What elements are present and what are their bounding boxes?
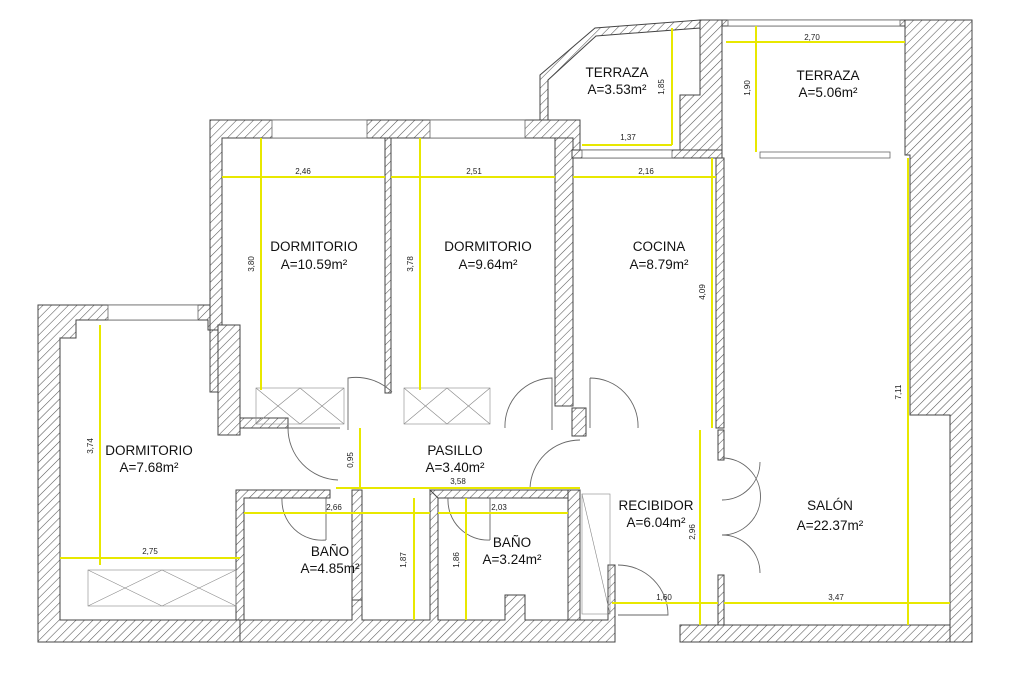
window-terraza2 bbox=[759, 151, 891, 159]
room-cocina: COCINA A=8.79m² bbox=[630, 239, 689, 272]
room-area: A=10.59m² bbox=[281, 257, 348, 272]
wall-dorm-divider bbox=[384, 137, 392, 394]
room-recibidor: RECIBIDOR A=6.04m² bbox=[618, 498, 693, 530]
door-dorm1 bbox=[347, 376, 393, 430]
door-entrance bbox=[617, 564, 669, 616]
window-dorm1 bbox=[271, 119, 368, 139]
room-area: A=3.40m² bbox=[426, 460, 485, 475]
dim-label: 1,85 bbox=[657, 79, 666, 95]
window-dorm3 bbox=[107, 304, 199, 321]
room-pasillo: PASILLO A=3.40m² bbox=[426, 443, 485, 475]
wall-north-bedrooms bbox=[209, 119, 581, 391]
dim-label: 3,80 bbox=[247, 256, 256, 272]
room-labels: TERRAZA A=3.53m² TERRAZA A=5.06m² DORMIT… bbox=[105, 65, 863, 576]
door-bano2 bbox=[447, 497, 491, 541]
dim-label: 3,78 bbox=[406, 256, 415, 272]
dim-label: 1,90 bbox=[743, 80, 752, 96]
wall-recibidor-salon-low bbox=[717, 574, 725, 626]
room-terraza-2: TERRAZA A=5.06m² bbox=[796, 68, 859, 100]
dim-label: 2,75 bbox=[142, 547, 158, 556]
dim-label: 2,03 bbox=[491, 503, 507, 512]
door-cocina bbox=[589, 377, 639, 429]
room-bano-1: BAÑO A=4.85m² bbox=[301, 544, 360, 576]
wall-bano-divider bbox=[351, 489, 363, 601]
wall-cocina-east bbox=[715, 157, 725, 429]
dim-label: 0,95 bbox=[346, 452, 355, 468]
wall-east bbox=[904, 19, 973, 643]
window-cocina bbox=[581, 149, 673, 159]
room-name: SALÓN bbox=[807, 498, 853, 513]
dim-label: 2,66 bbox=[326, 503, 342, 512]
wall-bano1 bbox=[235, 489, 331, 621]
room-dormitorio-1: DORMITORIO A=10.59m² bbox=[270, 239, 358, 272]
wall-dorm-cocina bbox=[554, 137, 574, 407]
wall-between-terrazas bbox=[679, 19, 723, 159]
room-name: DORMITORIO bbox=[444, 239, 532, 254]
dim-label: 1,37 bbox=[620, 133, 636, 142]
wall-bano2 bbox=[428, 489, 569, 499]
room-area: A=6.04m² bbox=[627, 515, 686, 530]
room-name: COCINA bbox=[633, 239, 686, 254]
room-name: BAÑO bbox=[493, 535, 531, 550]
room-name: DORMITORIO bbox=[105, 443, 193, 458]
window-terraza-top bbox=[727, 19, 901, 27]
dim-label: 1,86 bbox=[452, 552, 461, 568]
dim-label: 2,46 bbox=[295, 167, 311, 176]
room-area: A=5.06m² bbox=[799, 85, 858, 100]
room-area: A=3.24m² bbox=[483, 552, 542, 567]
dim-label: 2,70 bbox=[804, 33, 820, 42]
dimension-lines bbox=[60, 26, 950, 625]
wardrobes bbox=[87, 387, 611, 615]
dim-label: 3,58 bbox=[450, 477, 466, 486]
room-terraza-1: TERRAZA A=3.53m² bbox=[585, 65, 648, 97]
wall-pasillo-stub bbox=[239, 417, 289, 429]
wall-pasillo-stub2 bbox=[571, 407, 587, 437]
wall-dorm3-east bbox=[217, 324, 241, 436]
room-salon: SALÓN A=22.37m² bbox=[797, 498, 864, 533]
door-recibidor bbox=[529, 439, 581, 489]
wall-south-salon bbox=[679, 624, 951, 643]
wardrobe-dorm2 bbox=[403, 387, 491, 425]
wall-bano2-east bbox=[567, 489, 581, 621]
room-bano-2: BAÑO A=3.24m² bbox=[483, 535, 542, 567]
door-salon-1 bbox=[721, 457, 761, 536]
dim-label: 2,16 bbox=[638, 167, 654, 176]
room-name: TERRAZA bbox=[796, 68, 859, 83]
dim-label: 1,87 bbox=[399, 552, 408, 568]
dim-label: 2,51 bbox=[466, 167, 482, 176]
room-area: A=22.37m² bbox=[797, 518, 864, 533]
wardrobe-recibidor bbox=[581, 493, 611, 615]
door-bano1 bbox=[281, 497, 327, 541]
dim-label: 4,09 bbox=[698, 284, 707, 300]
dim-label: 3,74 bbox=[86, 438, 95, 454]
room-area: A=9.64m² bbox=[459, 257, 518, 272]
wall-recibidor-salon bbox=[717, 429, 725, 461]
room-name: DORMITORIO bbox=[270, 239, 358, 254]
room-dormitorio-3: DORMITORIO A=7.68m² bbox=[105, 443, 193, 475]
window-dorm2 bbox=[429, 119, 526, 139]
room-name: BAÑO bbox=[311, 544, 349, 559]
door-salon-2 bbox=[721, 461, 761, 574]
dim-label: 2,96 bbox=[688, 524, 697, 540]
room-name: TERRAZA bbox=[585, 65, 648, 80]
room-name: RECIBIDOR bbox=[618, 498, 693, 513]
room-area: A=7.68m² bbox=[120, 460, 179, 475]
room-area: A=3.53m² bbox=[588, 82, 647, 97]
dim-label: 7,11 bbox=[894, 384, 903, 400]
room-area: A=4.85m² bbox=[301, 561, 360, 576]
dim-label: 3,47 bbox=[828, 593, 844, 602]
doors bbox=[281, 376, 761, 616]
room-area: A=8.79m² bbox=[630, 257, 689, 272]
room-name: PASILLO bbox=[427, 443, 482, 458]
dim-label: 1,60 bbox=[656, 593, 672, 602]
dimension-labels: 2,70 1,85 1,90 1,37 2,46 2,51 2,16 3,80 … bbox=[86, 33, 903, 602]
room-dormitorio-2: DORMITORIO A=9.64m² bbox=[444, 239, 532, 272]
door-bano1-left bbox=[287, 427, 340, 481]
wardrobe-dorm3 bbox=[87, 569, 237, 607]
windows bbox=[107, 19, 901, 321]
door-dorm2 bbox=[504, 377, 553, 430]
